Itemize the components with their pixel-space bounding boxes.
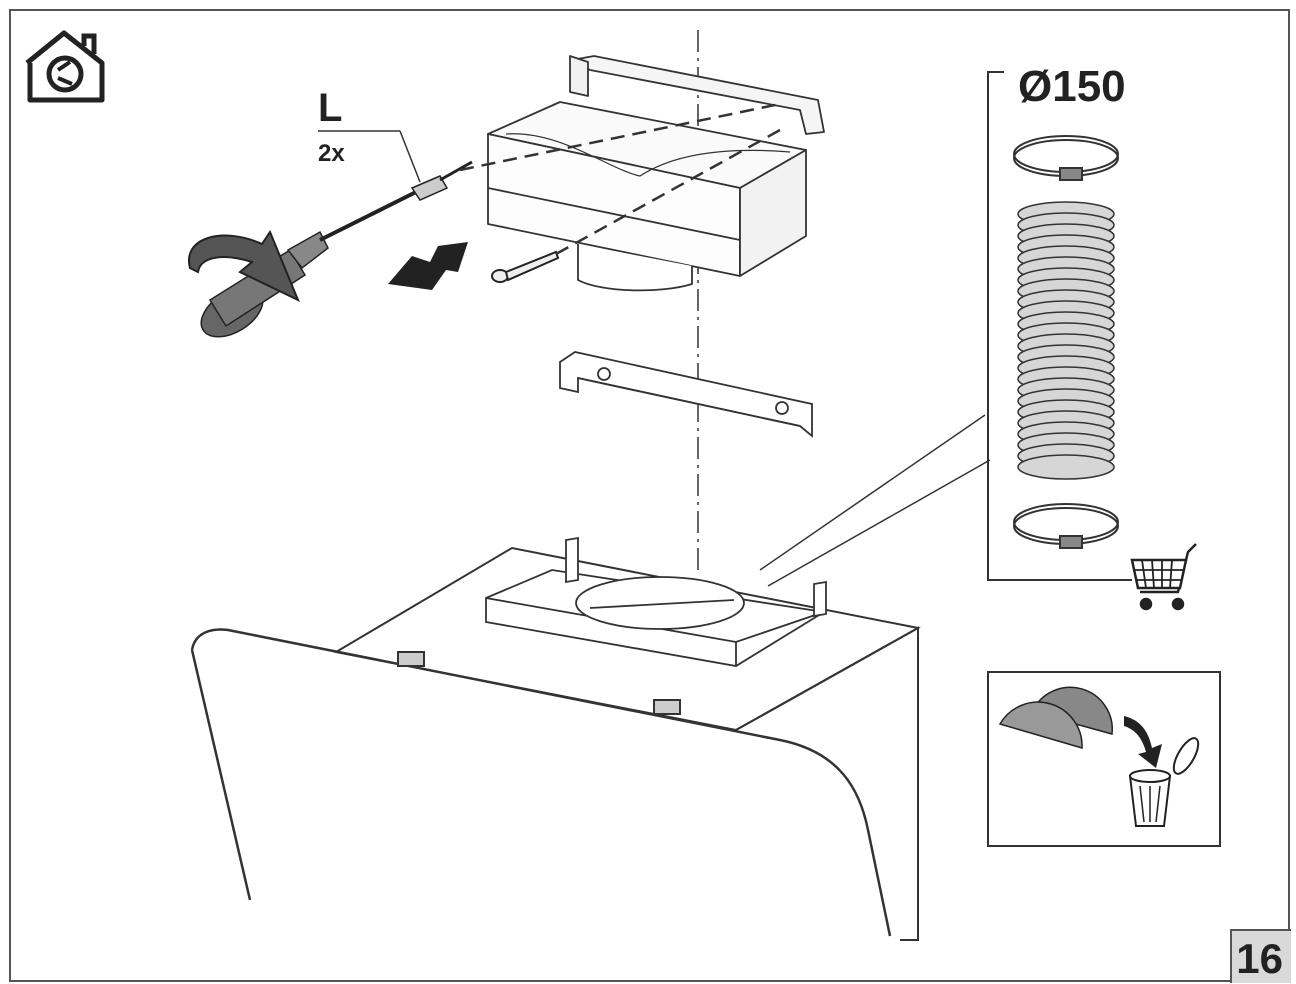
ducted-extraction-house-icon	[25, 30, 105, 103]
duct-diameter-label: Ø150	[1018, 62, 1126, 111]
page-number: 16	[1236, 935, 1283, 982]
hose-clamp-top	[1013, 135, 1119, 181]
screw-axis-dashed	[459, 102, 781, 172]
fixing-screw	[491, 250, 560, 283]
insertion-arrow-icon	[388, 242, 468, 290]
damper-flaps	[998, 686, 1114, 749]
screw-leader-line	[318, 130, 421, 183]
mounting-bracket	[559, 351, 813, 438]
shopping-cart-icon	[1130, 543, 1197, 611]
page-frame	[9, 9, 1290, 982]
callout-lines	[759, 414, 991, 587]
clockwise-rotation-arrow-icon	[187, 229, 300, 303]
screw-quantity-label: 2x	[318, 140, 345, 167]
discard-arrow	[1124, 716, 1162, 768]
hose-clamp-bottom	[1013, 503, 1119, 549]
hose-ring	[1017, 454, 1115, 480]
damper-adapter	[487, 55, 825, 292]
trash-bin-icon	[1128, 737, 1200, 827]
screw-code-label: L	[318, 86, 343, 130]
accessory-bracket	[987, 71, 1132, 581]
page-number-box: 16	[1230, 929, 1291, 983]
outlet-collar	[485, 536, 827, 667]
flexible-duct-hose	[1017, 201, 1115, 480]
